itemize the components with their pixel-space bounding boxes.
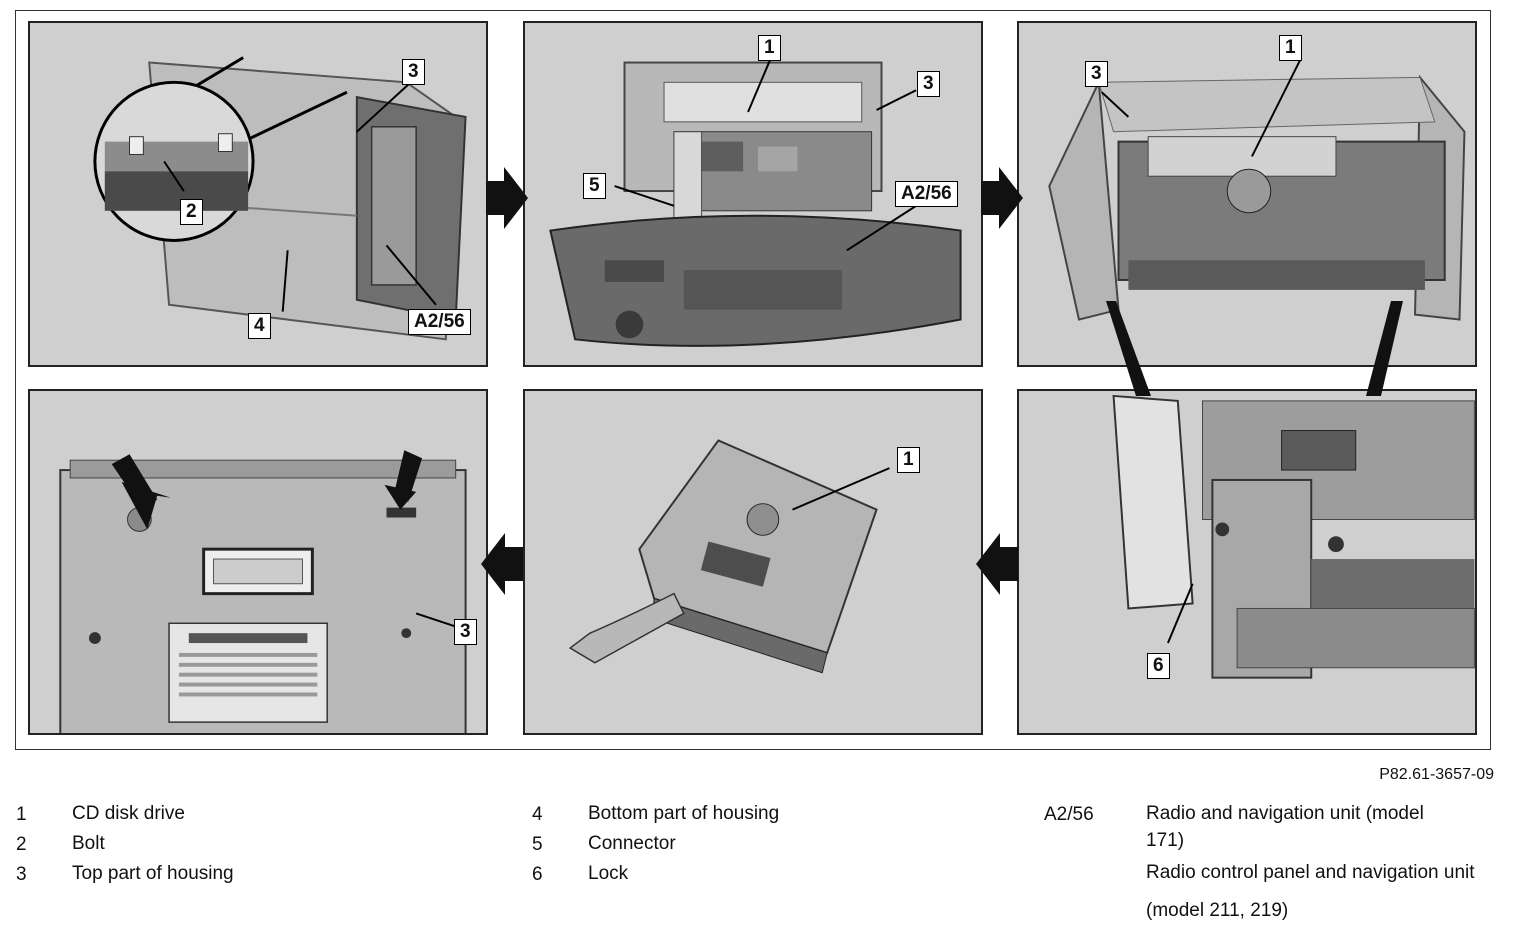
callout-top-housing: 3	[454, 619, 477, 645]
legend-text: Lock	[588, 863, 629, 884]
callout-radio-unit: A2/56	[408, 309, 471, 335]
callout-top-housing: 3	[402, 59, 425, 85]
legend-text: Radio control panel and navigation unit …	[1146, 862, 1475, 921]
callout-cd-drive: 1	[758, 35, 781, 61]
callout-radio-unit: A2/56	[895, 181, 958, 207]
detail-connector	[1106, 301, 1403, 396]
legend-text: Top part of housing	[72, 863, 234, 884]
callout-bottom-housing: 4	[248, 313, 271, 339]
panel-step-6: 3	[28, 389, 488, 735]
panel-step-1: 3 2 4 A2/56	[28, 21, 488, 367]
callout-top-housing: 3	[917, 71, 940, 97]
cd-drive-removed-illustration	[568, 439, 890, 674]
callout-connector: 5	[583, 173, 606, 199]
housing-top-view-illustration	[59, 450, 467, 733]
unit-side-illustration	[93, 56, 467, 341]
arrow-right-icon	[486, 167, 528, 229]
legend-text: CD disk drive	[72, 803, 185, 824]
legend-key: 6	[532, 864, 543, 885]
legend-key: A2/56	[1044, 804, 1094, 825]
callout-lock: 6	[1147, 653, 1170, 679]
panel-step-2: 1 3 5 A2/56	[523, 21, 983, 367]
panel-step-4: 6	[1017, 389, 1477, 735]
legend-text: Radio and navigation unit (model 171)	[1146, 803, 1424, 851]
legend-key: 3	[16, 864, 27, 885]
legend-key: 1	[16, 804, 27, 825]
legend-key: 5	[532, 834, 543, 855]
panel-step-3: 3 1	[1017, 21, 1477, 367]
arrow-left-icon	[481, 533, 523, 595]
callout-cd-drive: 1	[1279, 35, 1302, 61]
callout-top-housing: 3	[1085, 61, 1108, 87]
figure-code: P82.61-3657-09	[1379, 766, 1494, 783]
legend-text: Bottom part of housing	[588, 803, 780, 824]
legend-key: 2	[16, 834, 27, 855]
callout-cd-drive: 1	[897, 447, 920, 473]
lock-detail-illustration	[1112, 394, 1475, 679]
legend-key: 4	[532, 804, 543, 825]
housing-with-drive-illustration	[1048, 57, 1466, 321]
arrow-left-icon	[976, 533, 1018, 595]
legend-text: Connector	[588, 833, 676, 854]
unit-opened-illustration	[549, 60, 962, 347]
arrow-right-icon	[981, 167, 1023, 229]
panel-step-5: 1	[523, 389, 983, 735]
figure-frame: 3 2 4 A2/56 1 3 5 A2/56	[15, 10, 1491, 750]
legend-text: Bolt	[72, 833, 105, 854]
callout-bolt: 2	[180, 199, 203, 225]
